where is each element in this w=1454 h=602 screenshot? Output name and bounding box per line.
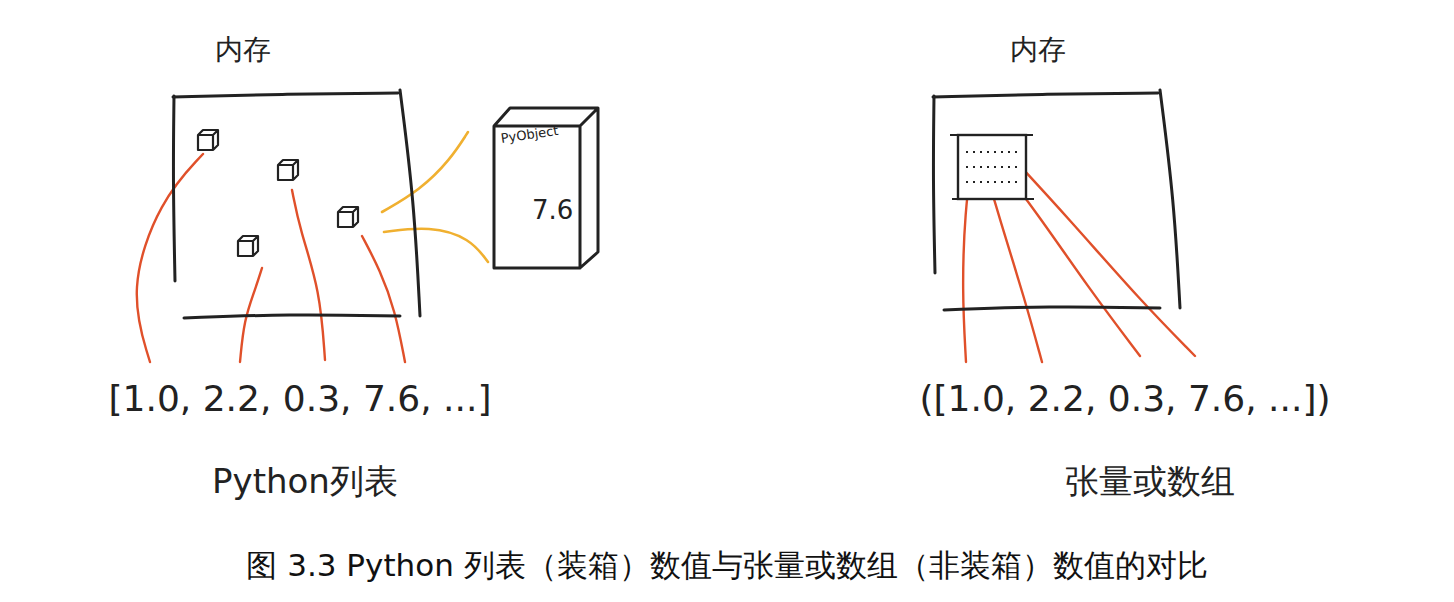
frame-stroke (173, 96, 175, 281)
boxed-value-cube (198, 130, 218, 150)
zoom-line (384, 229, 488, 262)
memory-frame: 内存 (928, 90, 1186, 318)
frame-stroke (933, 96, 935, 273)
panel-label: 张量或数组 (1065, 462, 1235, 501)
pyobject-box: PyObject7.6 (490, 104, 602, 270)
panel-label: Python列表 (212, 462, 398, 501)
reference-line (292, 190, 325, 360)
frame-outline (928, 90, 1186, 318)
figure-caption: 图 3.3 Python 列表（装箱）数值与张量或数组（非装箱）数值的对比 (246, 548, 1207, 584)
frame-stroke (933, 93, 1158, 97)
contiguous-block (950, 135, 1034, 199)
reference-line (137, 154, 203, 362)
boxed-value-cube (278, 160, 298, 180)
frame-stroke (944, 307, 1160, 310)
boxed-value-cube (238, 236, 258, 256)
frame-stroke (173, 93, 398, 97)
reference-line (362, 236, 405, 362)
memory-heading: 内存 (215, 34, 271, 66)
list-values: [1.0, 2.2, 0.3, 7.6, ...] (109, 378, 492, 419)
frame-stroke (184, 315, 400, 318)
boxed-value-cube (338, 207, 358, 227)
array-values: ([1.0, 2.2, 0.3, 7.6, ...]) (919, 378, 1330, 419)
memory-frame: 内存 (168, 90, 426, 326)
zoom-line (382, 132, 468, 212)
cube-stroke (494, 108, 598, 268)
object-value: 7.6 (532, 196, 573, 226)
frame-outline (168, 90, 426, 326)
reference-line (1010, 155, 1195, 356)
frame-stroke (400, 90, 420, 316)
memory-heading: 内存 (1010, 34, 1066, 66)
frame-stroke (1160, 90, 1180, 308)
